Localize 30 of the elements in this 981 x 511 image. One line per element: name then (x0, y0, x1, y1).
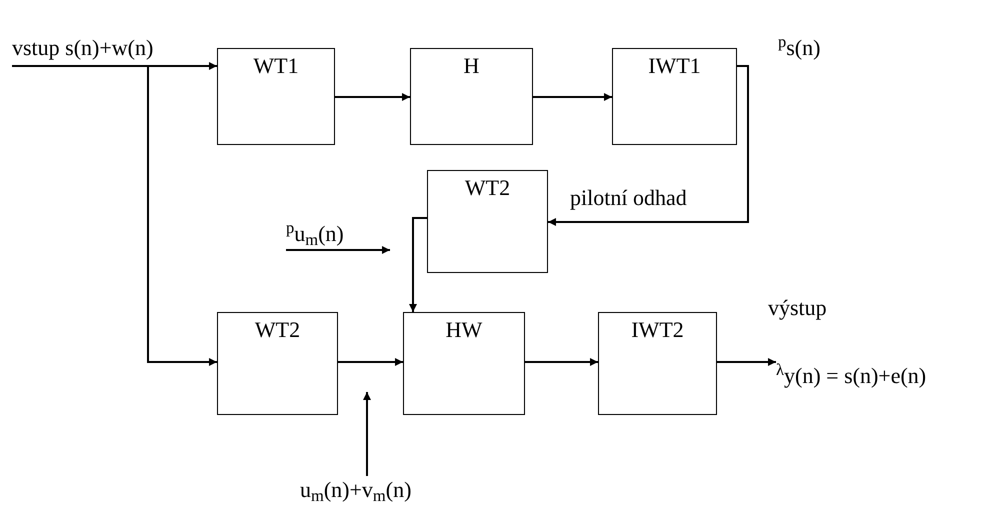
signal-label: u$_{m}$(n)+v$_{m}$(n) (300, 477, 412, 502)
arrow (409, 217, 427, 312)
block-label: HW (446, 319, 482, 341)
block-label: IWT1 (648, 55, 701, 77)
arrow (548, 65, 749, 226)
block-box (403, 312, 525, 415)
signal-label: $^{p}$u$_{m}$(n) (286, 221, 344, 246)
signal-label: $^{p}$s(n) (778, 34, 820, 62)
block-label: WT2 (254, 319, 300, 341)
block-label: WT2 (464, 177, 510, 199)
block-box (598, 312, 717, 415)
arrow (533, 93, 612, 101)
signal-label: $^{λ}$y(n) = s(n)+e(n) (776, 363, 926, 388)
block-box (217, 312, 338, 415)
arrow (717, 358, 776, 366)
arrow (525, 358, 598, 366)
block-box (427, 170, 548, 273)
block-label: H (464, 55, 480, 77)
block-box (410, 48, 533, 145)
block-box (217, 48, 335, 145)
arrow (286, 246, 390, 254)
signal-label: výstup (768, 294, 827, 322)
arrow (363, 392, 371, 476)
block-label: IWT2 (631, 319, 684, 341)
arrow (335, 93, 410, 101)
block-box (612, 48, 737, 145)
block-label: WT1 (253, 55, 299, 77)
arrow (338, 358, 403, 366)
signal-label: vstup s(n)+w(n) (12, 35, 154, 60)
arrow (12, 65, 217, 366)
